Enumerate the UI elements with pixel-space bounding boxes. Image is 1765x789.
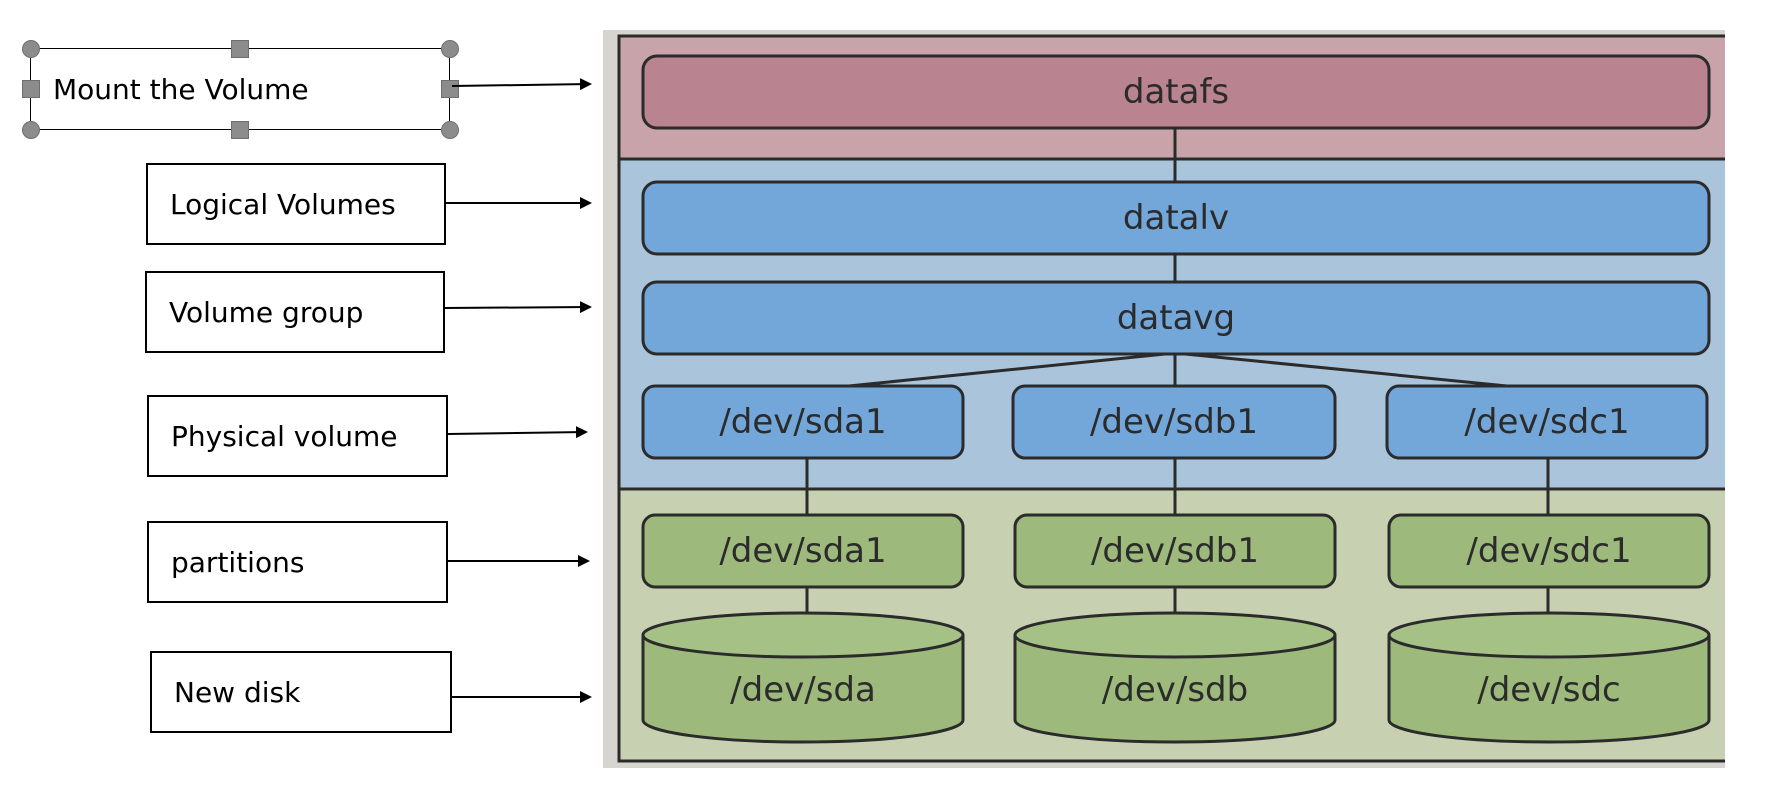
volume-group-node: datavg [641, 280, 1711, 356]
physical-volume-text: Physical volume [171, 419, 398, 453]
resize-handle-bottom-right[interactable] [441, 121, 459, 139]
disk-node-label: /dev/sdb [1102, 670, 1248, 710]
resize-handle-bottom-left[interactable] [22, 121, 40, 139]
logical-volume-node-label: datalv [1123, 198, 1229, 238]
physical-volume-node: /dev/sdc1 [1385, 384, 1709, 460]
disk-node: /dev/sda [641, 611, 965, 744]
logical-volumes-label[interactable]: Logical Volumes [146, 163, 446, 245]
arrow-mount [451, 78, 592, 91]
resize-handle-top-left[interactable] [22, 40, 40, 58]
disk-node: /dev/sdc [1387, 611, 1711, 744]
partition-node: /dev/sdb1 [1013, 513, 1337, 589]
new-disk-label[interactable]: New disk [150, 651, 452, 733]
disk-node-label: /dev/sdc [1477, 670, 1621, 710]
disk-node-label: /dev/sda [730, 670, 876, 710]
filesystem-node: datafs [641, 54, 1711, 130]
partitions-label[interactable]: partitions [147, 521, 448, 603]
physical-volume-node-label: /dev/sdb1 [1090, 402, 1258, 442]
connectors [805, 127, 1550, 615]
partitions-text: partitions [171, 545, 305, 579]
disk-node: /dev/sdb [1013, 611, 1337, 744]
arrow-volume-group [444, 301, 592, 314]
physical-volume-node-label: /dev/sdc1 [1464, 402, 1629, 442]
arrow-physical [447, 426, 588, 439]
resize-handle-bottom[interactable] [231, 121, 249, 139]
mount-the-volume-label[interactable]: Mount the Volume [30, 48, 450, 130]
physical-volume-node: /dev/sdb1 [1011, 384, 1337, 460]
volume-group-label[interactable]: Volume group [145, 271, 445, 353]
partition-node: /dev/sdc1 [1387, 513, 1711, 589]
partition-node-label: /dev/sdc1 [1466, 531, 1631, 571]
partition-node-label: /dev/sda1 [719, 531, 886, 571]
filesystem-node-label: datafs [1123, 72, 1229, 112]
logical-volume-node: datalv [641, 180, 1711, 256]
volume-group-text: Volume group [169, 295, 364, 329]
lvm-diagram: datafs datalv datavg /dev/sda1 /dev/sdb1… [603, 30, 1725, 768]
physical-volume-label[interactable]: Physical volume [147, 395, 448, 477]
physical-volume-node-label: /dev/sda1 [719, 402, 886, 442]
partition-node: /dev/sda1 [641, 513, 965, 589]
physical-volume-node: /dev/sda1 [641, 384, 965, 460]
resize-handle-top[interactable] [231, 40, 249, 58]
mount-the-volume-text: Mount the Volume [53, 72, 309, 106]
resize-handle-right[interactable] [441, 80, 459, 98]
volume-group-node-label: datavg [1117, 298, 1235, 338]
resize-handle-top-right[interactable] [441, 40, 459, 58]
label-arrows [444, 78, 592, 703]
partition-node-label: /dev/sdb1 [1091, 531, 1259, 571]
logical-volumes-text: Logical Volumes [170, 187, 396, 221]
new-disk-text: New disk [174, 675, 301, 709]
resize-handle-left[interactable] [22, 80, 40, 98]
